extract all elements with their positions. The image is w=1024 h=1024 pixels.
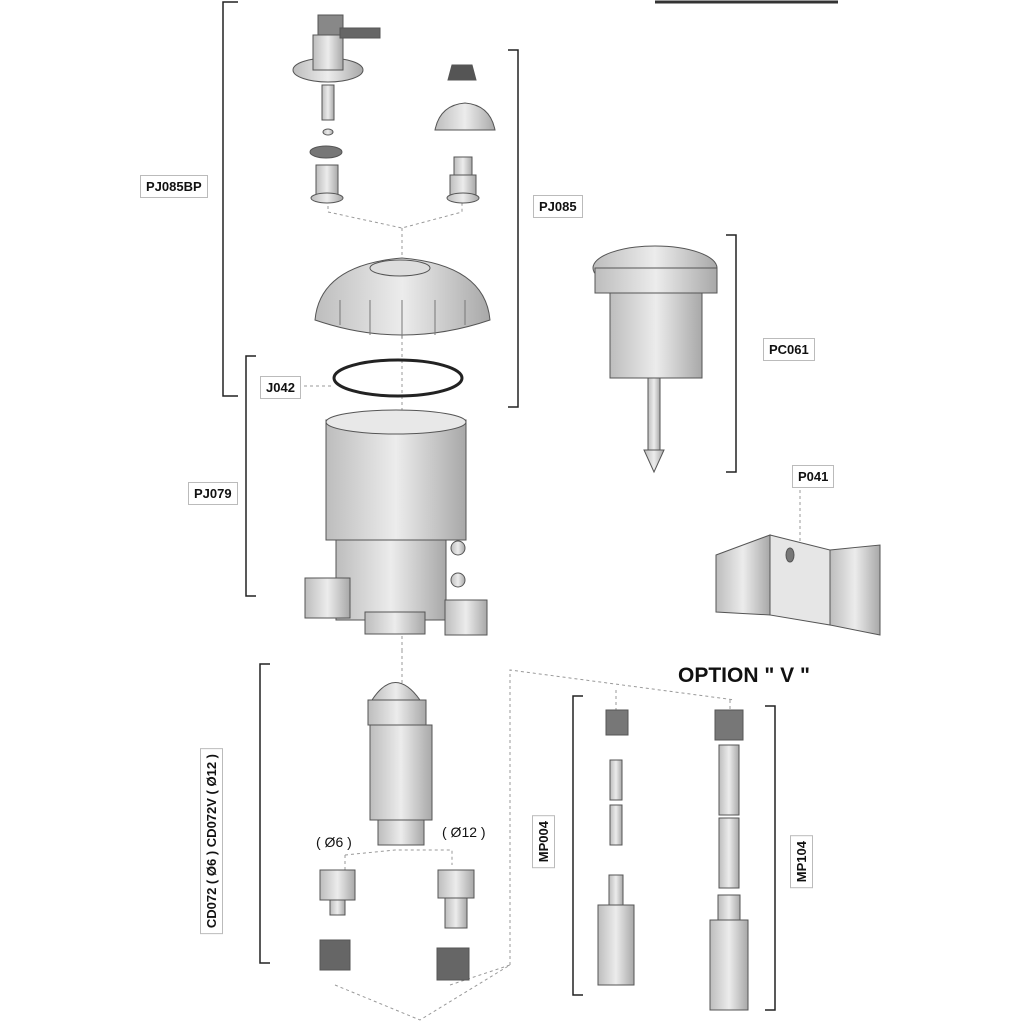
bracket-pj085 — [508, 49, 519, 408]
label-d12: ( Ø12 ) — [442, 824, 486, 840]
label-pj085: PJ085 — [533, 195, 583, 218]
label-p041: P041 — [792, 465, 835, 488]
label-pc061: PC061 — [763, 338, 815, 361]
option-v-heading: OPTION " V " — [678, 664, 810, 687]
bracket-pc061 — [726, 234, 737, 473]
bracket-pj085bp — [222, 1, 238, 397]
bracket-mp004 — [572, 695, 583, 996]
cd072-part — [319, 682, 475, 981]
pj085bp-parts — [292, 14, 381, 204]
o-ring-j042 — [332, 358, 464, 398]
label-d6: ( Ø6 ) — [316, 834, 352, 850]
mp104-part — [709, 709, 749, 1011]
pc061-part — [592, 245, 718, 474]
bracket-mp104 — [765, 705, 776, 1011]
bracket-pj079 — [245, 355, 256, 597]
housing-pj079 — [304, 409, 488, 636]
group-brackets — [222, 1, 776, 1011]
label-mp104: MP104 — [790, 835, 813, 889]
label-cd072-line1: CD072 ( Ø6 ) — [204, 850, 219, 929]
label-j042: J042 — [260, 376, 301, 399]
label-mp004: MP004 — [532, 815, 555, 869]
label-cd072: CD072 ( Ø6 ) CD072V ( Ø12 ) — [200, 748, 223, 935]
bracket-cd072 — [259, 663, 270, 964]
label-pj079: PJ079 — [188, 482, 238, 505]
mp004-part — [597, 709, 635, 986]
label-cd072-line2: CD072V ( Ø12 ) — [204, 754, 219, 848]
label-pj085bp: PJ085BP — [140, 175, 208, 198]
pj085-parts — [434, 64, 496, 204]
dome-cap — [314, 257, 491, 338]
wall-bracket-p041 — [715, 534, 881, 636]
